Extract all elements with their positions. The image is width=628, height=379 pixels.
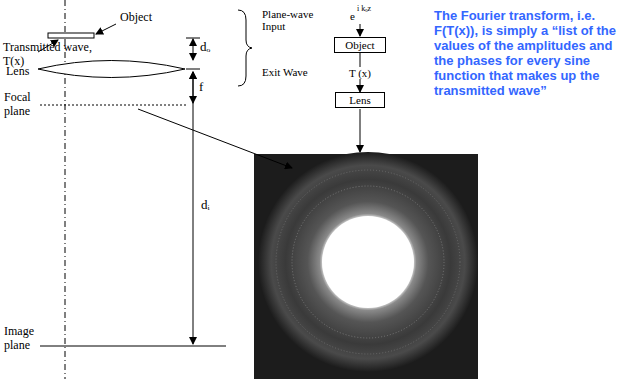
input-label: Plane-wave Input — [262, 8, 324, 32]
edge-label: T (x) — [347, 67, 373, 79]
lens-shape — [38, 61, 185, 78]
focal-plane-label: Focal plane — [4, 90, 44, 118]
flow-arrow — [360, 24, 361, 36]
tick — [186, 69, 200, 70]
image-plane-label: Image plane — [4, 324, 44, 352]
box-text: Lens — [349, 94, 370, 106]
exit-wave-label: Exit Wave — [262, 66, 308, 78]
diffraction-halo — [258, 152, 478, 372]
leader-line — [96, 24, 116, 34]
object-label: Object — [120, 10, 152, 24]
distance-label: dₒ — [200, 40, 210, 54]
exponent-superscript: i kₒz — [357, 4, 371, 13]
exponent-base: e — [350, 10, 355, 22]
diffraction-ring — [292, 186, 444, 338]
flow-arrow — [360, 109, 361, 152]
box-text: Object — [345, 39, 374, 51]
distance-label: dᵢ — [201, 198, 210, 212]
lens-label: Lens — [6, 64, 29, 78]
process-box: Lens — [335, 92, 385, 108]
image-plane-line — [40, 346, 226, 347]
distance-label: f — [199, 80, 203, 94]
central-spot — [322, 216, 414, 308]
curly-bracket — [238, 10, 252, 86]
tick — [186, 38, 200, 39]
note-text: The Fourier transform, i.e. F(T(x)), is … — [434, 8, 624, 98]
object-plate — [48, 33, 94, 38]
diffraction-ring — [276, 170, 460, 354]
pointer-arrow — [138, 109, 292, 168]
dimension-line — [193, 72, 194, 344]
transmitted-wave-label: Transmitted wave, T(x) — [3, 40, 99, 68]
dimension-line — [193, 39, 194, 60]
optical-axis — [65, 0, 66, 379]
focal-plane-line — [40, 105, 186, 106]
process-box: Object — [334, 37, 386, 53]
